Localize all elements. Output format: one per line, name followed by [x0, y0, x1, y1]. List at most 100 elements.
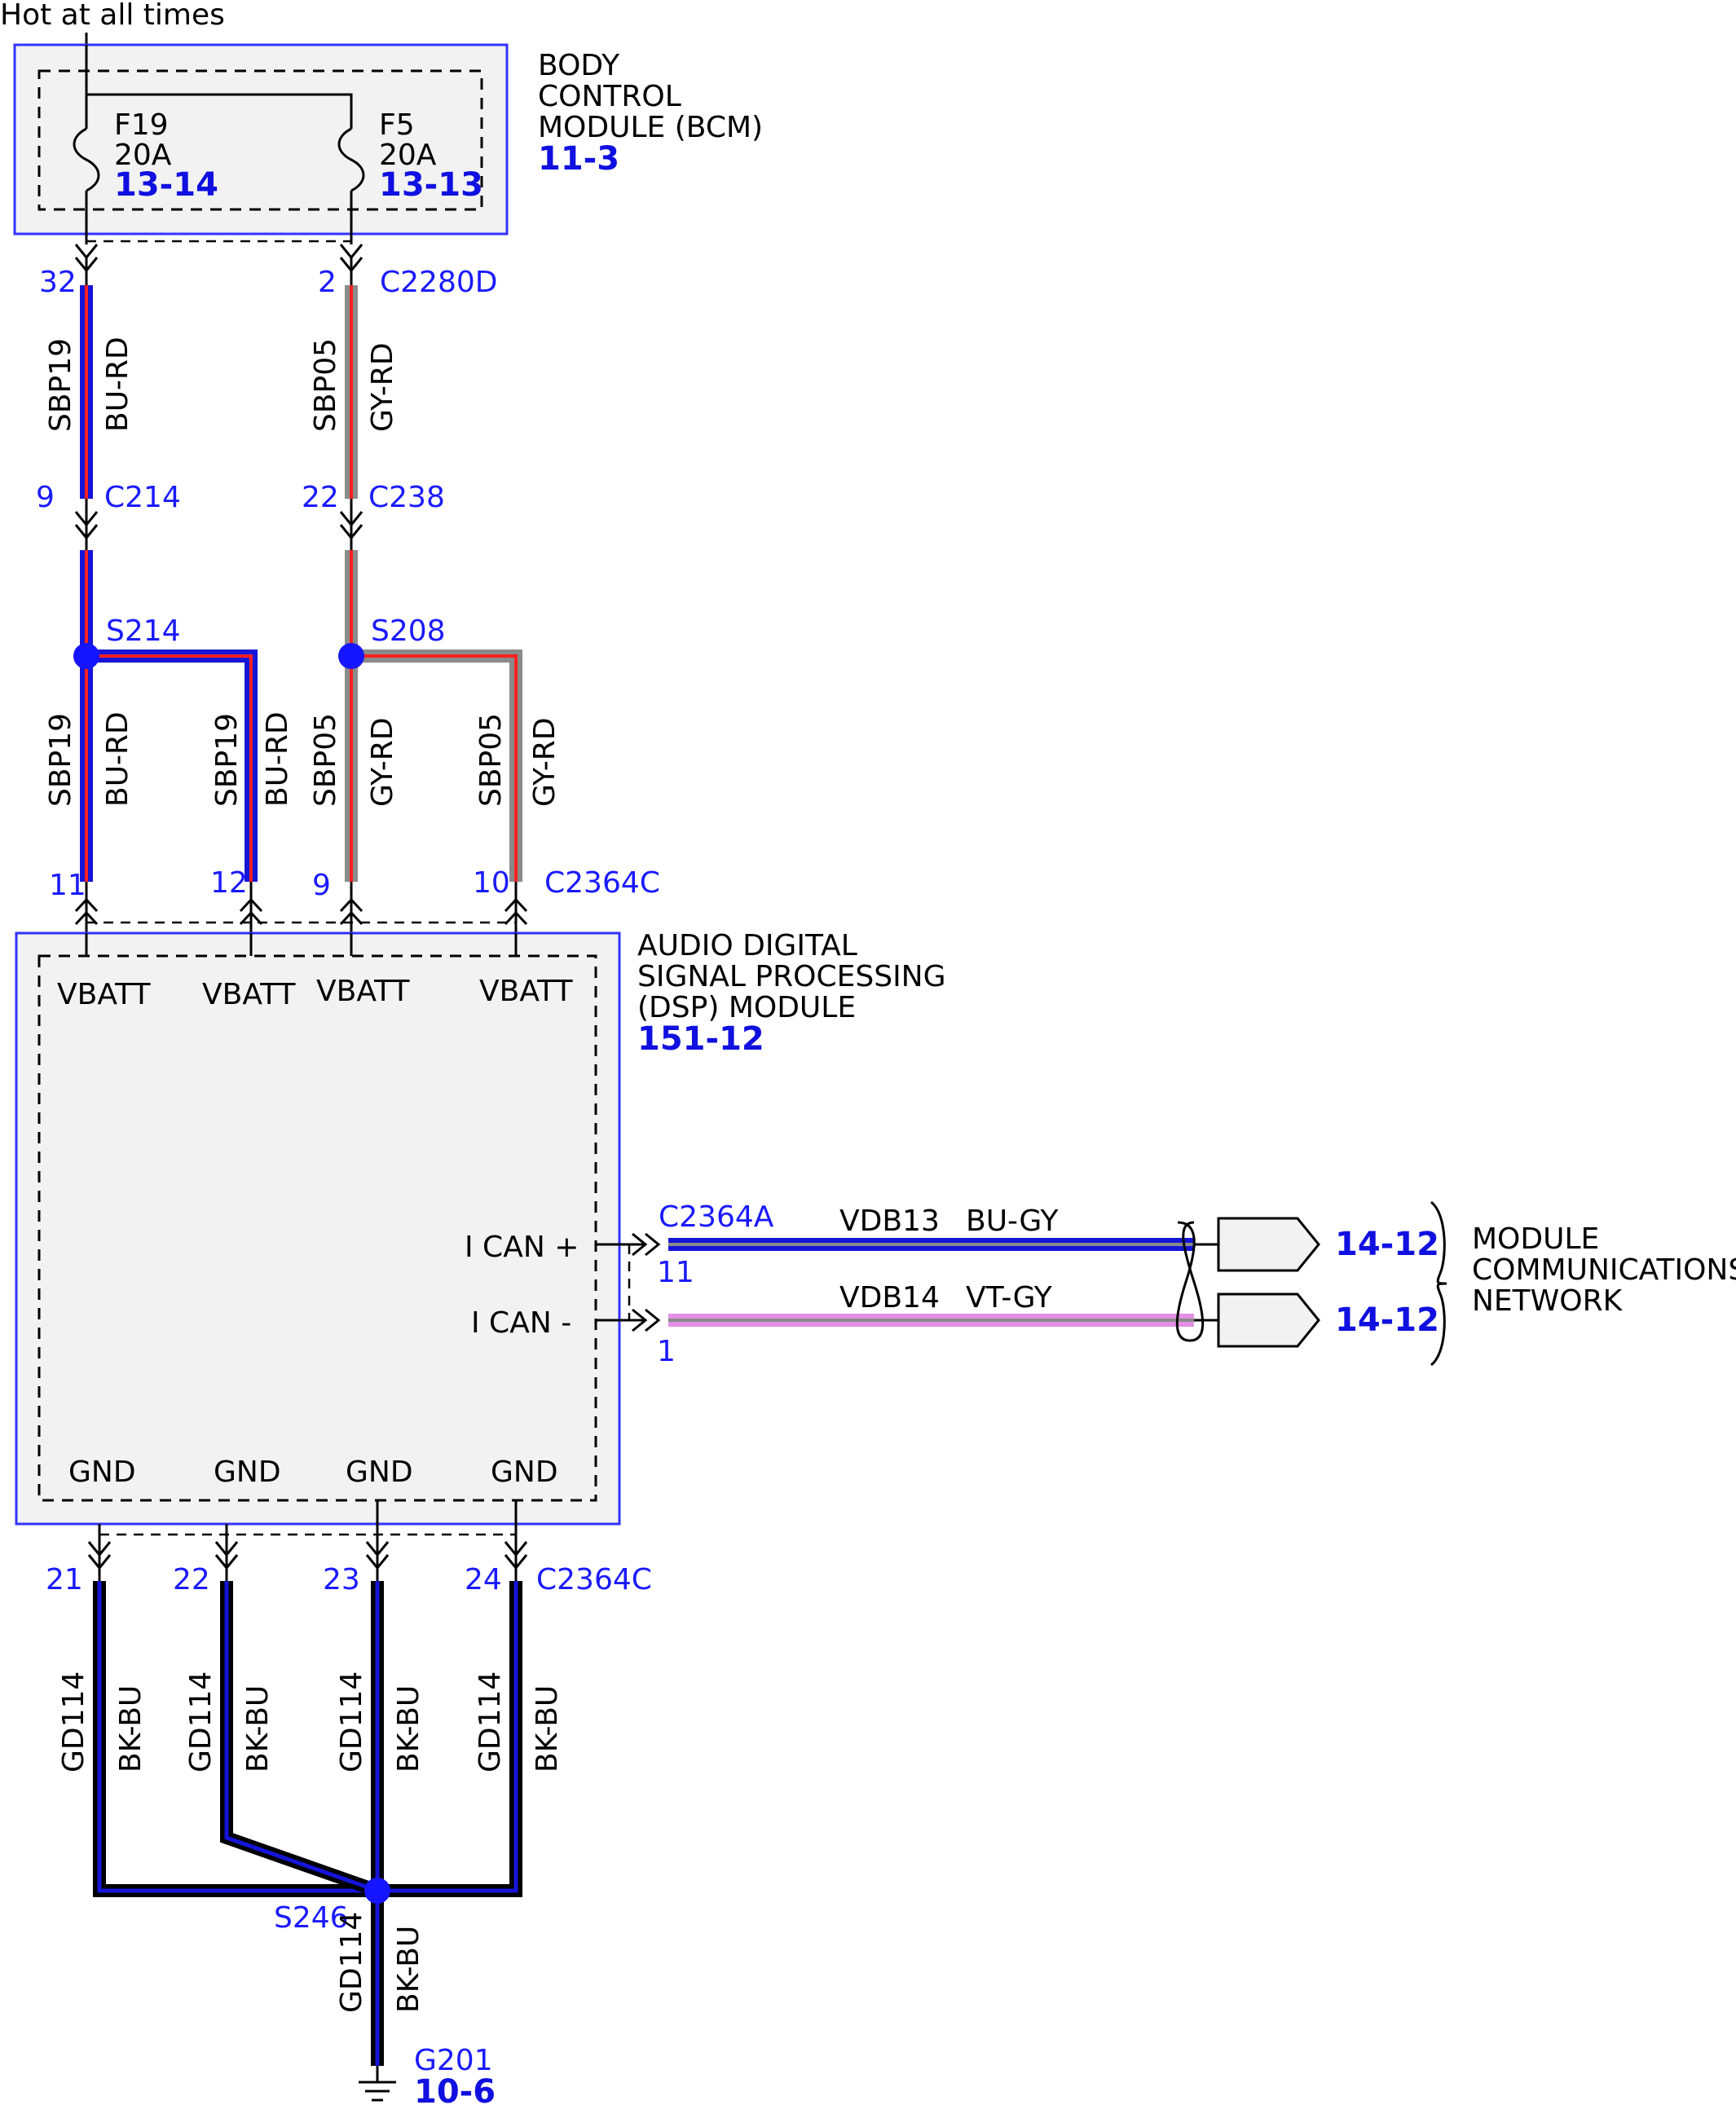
- network-ref-link-2[interactable]: 14-12: [1335, 1301, 1439, 1339]
- dsp-pin-vbatt-1: VBATT: [57, 978, 152, 1011]
- bcm-name-line1: BODY: [538, 49, 620, 82]
- c2364c-bottom-name: C2364C: [536, 1563, 652, 1596]
- c2364c-top-pin-11: 11: [49, 869, 86, 902]
- wire-sbp05-left-circuit: SBP05: [309, 713, 342, 807]
- fuse-f19-name: F19: [114, 108, 169, 142]
- wire-vdb13-circuit: VDB13: [839, 1204, 940, 1238]
- bcm-ref-link[interactable]: 11-3: [538, 140, 619, 178]
- splice-s214-icon: [73, 643, 99, 669]
- connector-c2364c-bottom: [87, 1500, 528, 1581]
- wire-gd114-3-circuit: GD114: [335, 1671, 368, 1773]
- wire-gd114-2-circuit: GD114: [184, 1671, 218, 1773]
- dsp-pin-ican-minus: I CAN -: [471, 1306, 571, 1340]
- wire-gd114-5-color: BK-BU: [392, 1926, 425, 2013]
- wire-vdb13-color: BU-GY: [966, 1204, 1059, 1238]
- network-name-line3: NETWORK: [1472, 1284, 1624, 1318]
- splice-s246-icon: [364, 1878, 390, 1904]
- bcm-name-line3: MODULE (BCM): [538, 111, 763, 144]
- fuse-f19-icon: [73, 127, 100, 192]
- dsp-pin-vbatt-4: VBATT: [479, 975, 574, 1008]
- network-ref-link-1[interactable]: 14-12: [1335, 1226, 1439, 1263]
- wire-sbp05-lower: [345, 550, 522, 882]
- c2280d-name: C2280D: [380, 266, 497, 299]
- wire-sbp05-right-circuit: SBP05: [474, 713, 508, 807]
- network-name-line1: MODULE: [1472, 1222, 1599, 1256]
- network-connector-2-icon: [1217, 1293, 1320, 1348]
- wire-gd114-3-color: BK-BU: [392, 1685, 425, 1773]
- fuse-f19-ref-link[interactable]: 13-14: [114, 166, 218, 204]
- wire-gd114-1-color: BK-BU: [114, 1685, 148, 1773]
- dsp-pin-vbatt-3: VBATT: [316, 975, 411, 1008]
- wire-sbp19-upper-color: BU-RD: [101, 337, 134, 432]
- fuse-f5-rating: 20A: [379, 139, 437, 172]
- dsp-pin-gnd-1: GND: [68, 1455, 136, 1489]
- splice-s214-label: S214: [106, 614, 181, 648]
- wire-gd114-4-circuit: GD114: [474, 1671, 507, 1773]
- dsp-pin-ican-plus: I CAN +: [465, 1231, 579, 1264]
- network-name-line2: COMMUNICATIONS: [1472, 1253, 1736, 1287]
- c2364c-top-pin-10: 10: [473, 866, 510, 900]
- wire-sbp19-lower: [80, 550, 258, 882]
- dsp-ref-link[interactable]: 151-12: [637, 1020, 764, 1058]
- fuse-f5-ref-link[interactable]: 13-13: [379, 166, 483, 204]
- c2364a-pin-11: 11: [657, 1256, 694, 1289]
- c2364c-top-name: C2364C: [544, 866, 660, 900]
- dsp-name-line3: (DSP) MODULE: [637, 991, 856, 1024]
- wire-sbp19-right-color: BU-RD: [261, 711, 294, 807]
- dsp-pin-gnd-3: GND: [346, 1455, 413, 1489]
- dsp-pin-gnd-2: GND: [214, 1455, 281, 1489]
- c2364a-pin-1: 1: [657, 1335, 676, 1368]
- wire-gd114-bundle: [93, 1581, 522, 2066]
- wire-gd114-1-circuit: GD114: [57, 1671, 90, 1773]
- wire-gd114-4-color: BK-BU: [531, 1685, 564, 1773]
- ground-icon: [359, 2066, 396, 2102]
- wire-sbp05-left-color: GY-RD: [366, 717, 399, 807]
- ground-ref-link[interactable]: 10-6: [414, 2073, 496, 2105]
- wire-sbp05-upper-circuit: SBP05: [309, 338, 342, 432]
- wire-vdb14-circuit: VDB14: [839, 1281, 940, 1315]
- c238-name: C238: [368, 481, 445, 514]
- wire-sbp19-upper-circuit: SBP19: [44, 338, 77, 432]
- network-brace-icon: [1430, 1200, 1447, 1367]
- fuse-f5-name: F5: [379, 108, 415, 142]
- ground-name: G201: [414, 2044, 493, 2077]
- connector-c2280d: [74, 240, 364, 285]
- c214-name: C214: [104, 481, 181, 514]
- c2364c-bottom-pin-23: 23: [323, 1563, 360, 1596]
- c214-pin: 9: [36, 481, 55, 514]
- c2280d-pin-32: 32: [39, 266, 77, 299]
- wire-sbp05-right-color: GY-RD: [528, 717, 562, 807]
- wire-sbp19-left-color: BU-RD: [101, 711, 134, 807]
- dsp-module: [15, 931, 621, 1526]
- twisted-pair-icon: [1175, 1221, 1205, 1342]
- fuse-f5-icon: [337, 127, 365, 192]
- wire-sbp19-left-circuit: SBP19: [44, 713, 77, 807]
- splice-s208-icon: [338, 643, 364, 669]
- wire-vdb14-color: VT-GY: [966, 1281, 1053, 1315]
- splice-s208-label: S208: [371, 614, 446, 648]
- wire-sbp19-right-circuit: SBP19: [210, 713, 244, 807]
- c2280d-pin-2: 2: [318, 266, 337, 299]
- wire-gd114-5-circuit: GD114: [335, 1912, 368, 2013]
- dsp-pin-gnd-4: GND: [491, 1455, 558, 1489]
- c2364c-top-pin-12: 12: [210, 866, 248, 900]
- power-label: Hot at all times: [0, 0, 225, 32]
- dsp-name-line2: SIGNAL PROCESSING: [637, 960, 946, 993]
- c2364a-name: C2364A: [659, 1200, 774, 1234]
- dsp-pin-vbatt-2: VBATT: [202, 978, 297, 1011]
- network-connector-1-icon: [1217, 1217, 1320, 1272]
- c2364c-bottom-pin-24: 24: [465, 1563, 502, 1596]
- bcm-module: F19 20A 13-14 F5 20A 13-13: [13, 43, 509, 244]
- fuse-f19-rating: 20A: [114, 139, 172, 172]
- c2364c-bottom-pin-22: 22: [173, 1563, 210, 1596]
- bcm-name-line2: CONTROL: [538, 80, 681, 113]
- dsp-name-line1: AUDIO DIGITAL: [637, 929, 857, 962]
- c2364c-top-pin-9: 9: [312, 869, 331, 902]
- wire-sbp05-upper-color: GY-RD: [366, 342, 399, 432]
- splice-s246-label: S246: [274, 1901, 349, 1935]
- connector-c2364a: [596, 1232, 661, 1332]
- c2364c-bottom-pin-21: 21: [46, 1563, 83, 1596]
- c238-pin: 22: [302, 481, 339, 514]
- wire-gd114-2-color: BK-BU: [241, 1685, 275, 1773]
